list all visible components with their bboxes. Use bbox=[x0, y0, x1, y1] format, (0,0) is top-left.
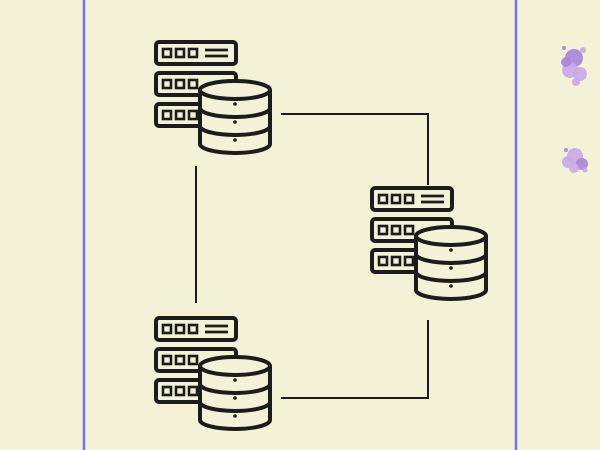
connector-bottom-left-to-right bbox=[281, 320, 429, 399]
purple-blob bbox=[562, 148, 588, 173]
server-database-icon bbox=[154, 316, 272, 431]
server-database-icon bbox=[154, 40, 272, 155]
purple-blob bbox=[561, 46, 587, 86]
connector-top-left-to-right bbox=[281, 113, 429, 185]
server-database-icon bbox=[370, 186, 488, 301]
